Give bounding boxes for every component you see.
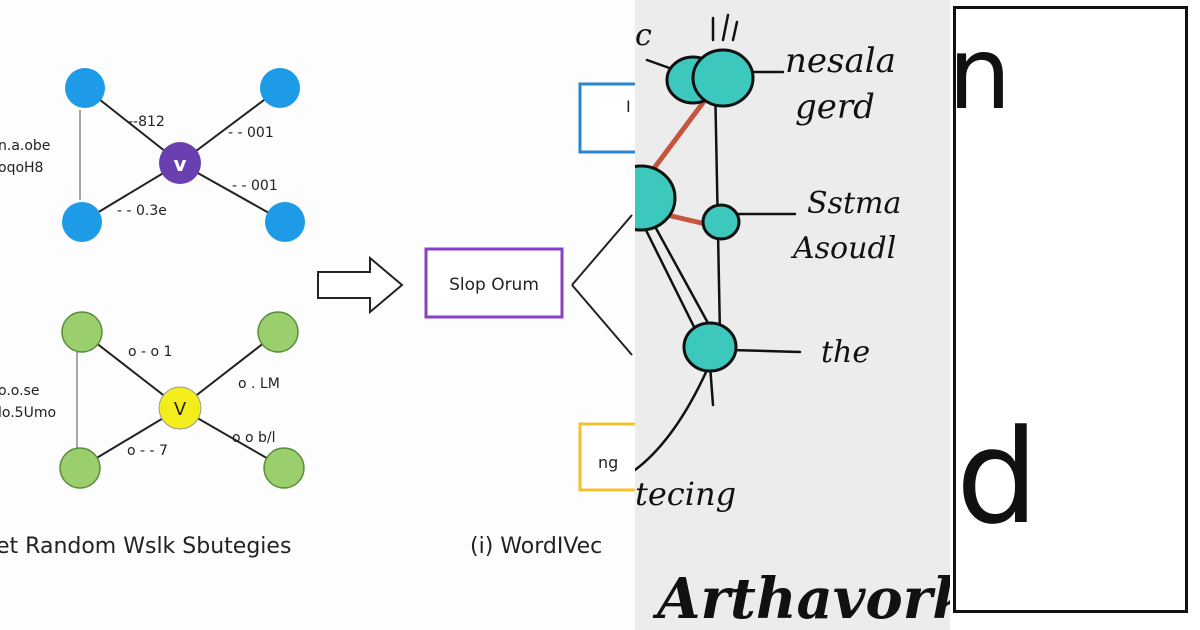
top-edge-label: --812 — [128, 114, 165, 130]
bottom-center-label: V — [174, 399, 187, 420]
sketch-edge — [729, 348, 802, 354]
bottom-node — [257, 311, 299, 353]
network-diagram-svg: v --812 - - 001 - - 001 - - 0.3e n.a.obe… — [0, 68, 635, 559]
top-center-label: v — [173, 152, 186, 176]
sketch-artwork-panel: c nesala gerd Sstma Asoudl the tecing Ar… — [635, 0, 950, 630]
bottom-side-label: lo.5Umo — [0, 405, 56, 421]
bottom-center-node — [158, 386, 202, 430]
bottom-edge-label: o - o 1 — [128, 344, 172, 360]
sketch-edge — [721, 13, 730, 42]
top-edge-label: - - 0.3e — [117, 203, 167, 219]
skipgram-box-label: Slop Orum — [449, 275, 539, 295]
outline-arrow-icon — [317, 255, 404, 315]
sketch-title: Arthavork — [652, 566, 950, 630]
top-edge-label: - - 001 — [228, 125, 274, 141]
top-center-node — [159, 142, 201, 184]
top-side-label: oqoH8 — [0, 160, 43, 176]
output-box-bottom — [578, 422, 635, 492]
sketch-label: c — [635, 18, 652, 53]
sketch-artwork-svg: c nesala gerd Sstma Asoudl the tecing Ar… — [635, 13, 950, 630]
sketch-red-edge — [646, 97, 708, 178]
top-node — [65, 68, 105, 108]
sketch-label: Asoudl — [790, 231, 896, 266]
bottom-node — [263, 447, 305, 489]
caption-random-walk: et Random Wslk Sbutegies — [0, 534, 291, 559]
sketch-label: gerd — [795, 87, 875, 127]
bottom-node — [61, 311, 103, 353]
letters-panel — [950, 0, 1200, 630]
branch-line — [571, 284, 633, 356]
sketch-node — [635, 164, 677, 232]
bottom-side-label: o.o.se — [0, 383, 39, 399]
top-node — [265, 202, 305, 242]
large-letter-bottom: d — [956, 401, 1039, 553]
top-node — [62, 202, 102, 242]
bottom-edge-label: o - - 7 — [127, 443, 168, 459]
sketch-label: nesala — [785, 41, 896, 81]
sketch-node — [682, 321, 738, 373]
sketch-node — [701, 203, 741, 241]
sketch-edge — [731, 20, 739, 42]
skipgram-box — [424, 247, 564, 319]
output-box-bottom-label: ng — [598, 453, 618, 472]
caption-word2vec: (i) WordIVec — [470, 534, 602, 559]
sketch-node — [691, 48, 755, 108]
top-side-label: n.a.obe — [0, 138, 50, 154]
output-box-top-label: I — [626, 97, 631, 116]
sketch-label: Sstma — [807, 186, 901, 221]
bottom-edge-label: o o b/l — [232, 430, 276, 446]
bottom-node — [59, 447, 101, 489]
network-diagram-panel: v --812 - - 001 - - 001 - - 0.3e n.a.obe… — [0, 68, 635, 559]
sketch-label: tecing — [635, 475, 736, 513]
letters-frame — [953, 6, 1188, 613]
top-node — [260, 68, 300, 108]
output-box-top — [578, 82, 635, 154]
sketch-label: the — [821, 335, 870, 370]
bottom-edge-label: o . LM — [238, 376, 280, 392]
top-edge-label: - - 001 — [232, 178, 278, 194]
large-letter-top: n — [948, 15, 1012, 132]
branch-line — [571, 214, 633, 286]
sketch-edge — [635, 368, 709, 472]
